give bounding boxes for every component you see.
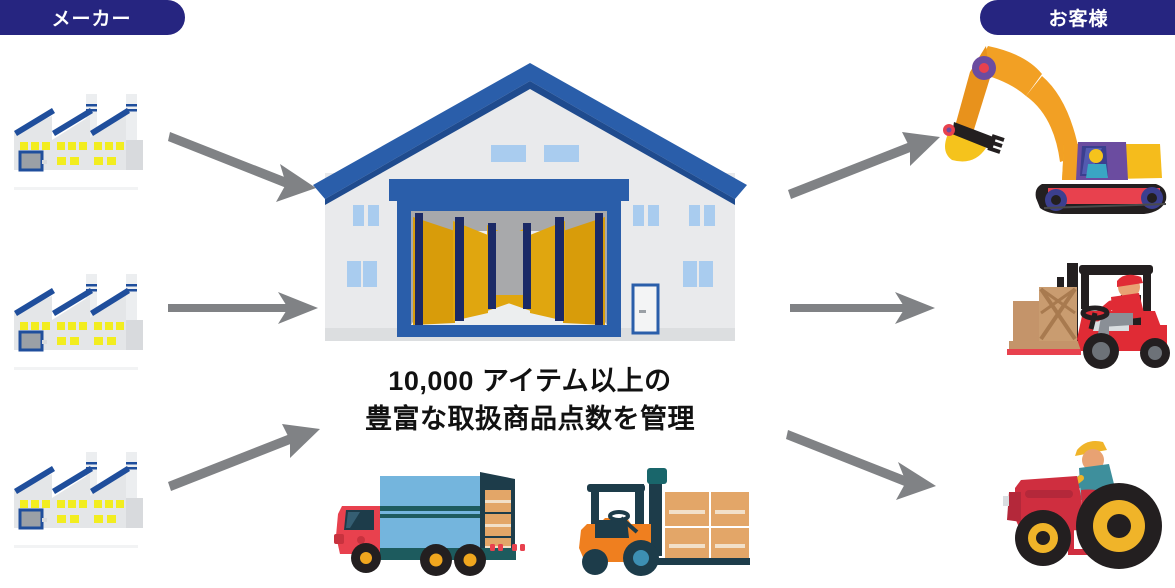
warehouse-icon (305, 45, 755, 370)
delivery-truck-graphic (334, 472, 525, 576)
arrow-right-icon-right-1 (788, 132, 940, 199)
factory-icon-1 (8, 82, 160, 190)
factory-ground (14, 367, 138, 370)
warehouse-icon-graphic (313, 63, 747, 341)
warehouse-caption: 10,000 アイテム以上の 豊富な取扱商品点数を管理 (305, 362, 755, 439)
excavator-icon (930, 38, 1175, 223)
arrow-right-icon-left-2 (168, 292, 318, 324)
excavator-graphic (943, 46, 1167, 214)
badge-manufacturer-label: メーカー (51, 9, 132, 30)
factory-icon-graphic (14, 452, 143, 530)
caption-line-2: 豊富な取扱商品点数を管理 (365, 404, 695, 435)
forklift-boxes-icon (565, 462, 750, 587)
forklift-boxes-graphic (579, 468, 750, 576)
factory-ground (14, 545, 138, 548)
factory-icon-graphic (14, 94, 143, 172)
factory-icon-2 (8, 262, 160, 370)
tractor-graphic (1003, 441, 1162, 569)
caption-line-1: 10,000 アイテム以上の (388, 366, 672, 396)
badge-manufacturer: メーカー (0, 0, 185, 35)
factory-icon-graphic (14, 274, 143, 352)
arrow-right-icon-left-1 (168, 132, 316, 202)
factory-icon-3 (8, 440, 160, 548)
delivery-truck-icon (330, 462, 545, 587)
forklift-driver-icon (1005, 255, 1175, 375)
factory-ground (14, 187, 138, 190)
tractor-icon (995, 438, 1175, 583)
arrow-right-icon-right-3 (786, 430, 936, 500)
arrow-right-icon-left-3 (168, 424, 320, 491)
badge-customer: お客様 (980, 0, 1175, 35)
badge-customer-label: お客様 (1048, 9, 1109, 30)
forklift-driver-graphic (1007, 263, 1170, 369)
arrow-right-icon-right-2 (790, 292, 935, 324)
